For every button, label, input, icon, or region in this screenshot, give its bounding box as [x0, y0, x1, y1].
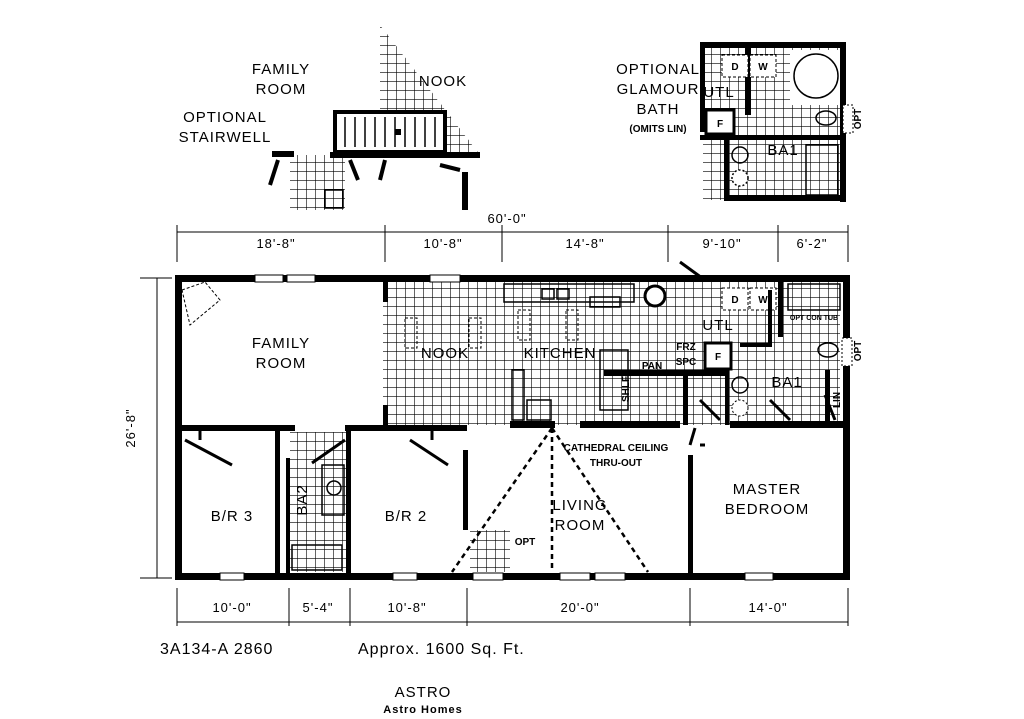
glamour-utl-label: UTL — [703, 84, 734, 101]
glamour-furnace-label: F — [717, 119, 723, 130]
nook-label: NOOK — [421, 345, 469, 362]
glamour-washer-label: W — [758, 62, 768, 73]
bottom-dimension-line — [176, 588, 849, 626]
opt-label: OPT — [853, 341, 864, 362]
main-floor-plan — [175, 260, 853, 581]
thru-out-label: THRU-OUT — [590, 458, 642, 469]
bath2-label: BA2 — [294, 484, 311, 515]
master-bedroom-label-1: MASTER — [733, 481, 802, 498]
opt-con-tub-label: OPT CON TUB — [790, 315, 838, 322]
linen-label: LIN — [832, 392, 843, 408]
glamour-omits-lin-label: (OMITS LIN) — [629, 124, 686, 135]
glamour-opt-label: OPT — [853, 109, 864, 130]
bottom-dim-5: 14'-0" — [748, 600, 787, 615]
stairwell — [333, 110, 447, 154]
inset-room-label: ROOM — [256, 81, 307, 98]
garden-tub — [793, 53, 839, 99]
glamour-ba1-label: BA1 — [767, 142, 798, 159]
cathedral-ceiling-label: CATHEDRAL CEILING — [564, 443, 669, 454]
pantry-label: PAN — [642, 361, 662, 372]
glamour-label: GLAMOUR — [617, 81, 700, 98]
freezer-label-1: FRZ — [676, 342, 695, 353]
inset-optional-label: OPTIONAL — [183, 109, 267, 126]
bath1-label: BA1 — [771, 374, 802, 391]
overall-depth: 26'-8" — [123, 408, 138, 447]
furnace-label: F — [715, 352, 721, 363]
inset-stairwell-label: STAIRWELL — [179, 129, 272, 146]
family-room-label-1: FAMILY — [252, 335, 310, 352]
top-dim-3: 14'-8" — [565, 236, 604, 251]
kitchen-label: KITCHEN — [524, 345, 597, 362]
family-room-label-2: ROOM — [256, 355, 307, 372]
bedroom2-label: B/R 2 — [385, 508, 428, 525]
manufacturer: Astro Homes — [383, 704, 462, 716]
living-room-label-2: ROOM — [555, 517, 606, 534]
glamour-optional-label: OPTIONAL — [616, 61, 700, 78]
bottom-dim-4: 20'-0" — [560, 600, 599, 615]
utility-label: UTL — [702, 317, 733, 334]
glamour-bath-inset — [700, 42, 854, 202]
top-dim-1: 18'-8" — [256, 236, 295, 251]
bedroom3-label: B/R 3 — [211, 508, 254, 525]
bottom-dim-1: 10'-0" — [212, 600, 251, 615]
top-dimension-line — [176, 225, 849, 262]
living-room-label-1: LIVING — [552, 497, 607, 514]
dryer-label: D — [731, 295, 738, 306]
bottom-dim-3: 10'-8" — [387, 600, 426, 615]
approx-area: Approx. 1600 Sq. Ft. — [358, 641, 525, 658]
kitchen-nook-tile — [383, 281, 683, 425]
top-dim-2: 10'-8" — [423, 236, 462, 251]
freezer-label-2: SPC — [676, 357, 697, 368]
washer-label: W — [758, 295, 768, 306]
top-dim-4: 9'-10" — [702, 236, 741, 251]
model-number: 3A134-A 2860 — [160, 641, 273, 658]
overall-width: 60'-0" — [487, 211, 526, 226]
master-bedroom-label-2: BEDROOM — [725, 501, 810, 518]
toilet — [815, 110, 837, 126]
glamour-dryer-label: D — [731, 62, 738, 73]
ba2-tile — [290, 432, 348, 572]
bottom-dim-2: 5'-4" — [303, 600, 334, 615]
shower — [805, 144, 839, 196]
stair-tile-area — [290, 155, 345, 210]
inset-nook-label: NOOK — [419, 73, 467, 90]
porch-opt-label: OPT — [515, 537, 536, 548]
left-dimension-line — [140, 277, 172, 579]
inset-family-label: FAMILY — [252, 61, 310, 78]
model-name: ASTRO — [395, 684, 452, 701]
shelf-label: SHLF — [621, 376, 632, 402]
porch-tile — [470, 530, 510, 572]
glamour-bath-label: BATH — [637, 101, 680, 118]
top-dim-5: 6'-2" — [797, 236, 828, 251]
stairwell-inset — [268, 25, 480, 210]
